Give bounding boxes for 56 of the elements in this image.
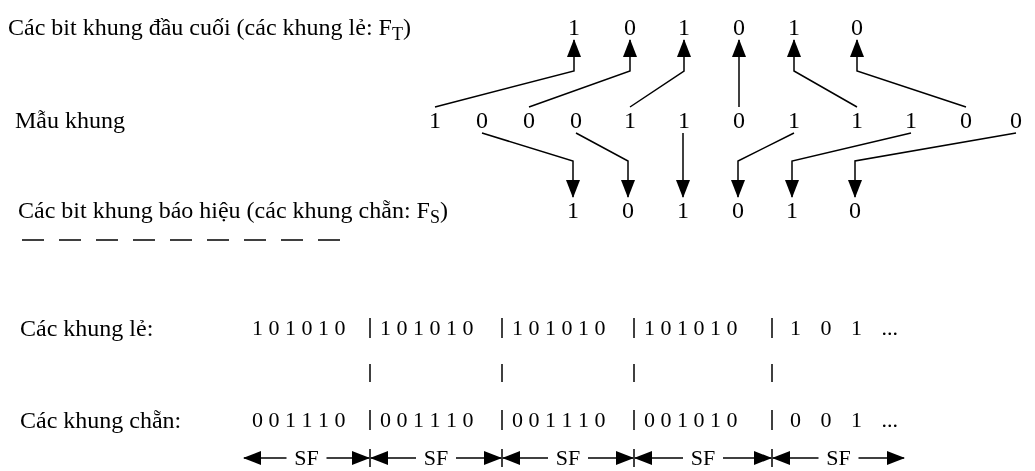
bit-digit: 1 xyxy=(676,197,690,223)
bit-sequence: 1 0 1 0 1 0 xyxy=(252,317,346,339)
bit-sequence: 1 0 1 0 1 0 xyxy=(380,317,474,339)
row-label: Các bit khung đầu cuối (các khung lẻ: F$_{T}$) xyxy=(8,15,411,39)
bit-digit: 1 xyxy=(677,107,691,133)
span-label: SF xyxy=(294,447,319,469)
arrow xyxy=(785,132,912,198)
bit-sequence: 0 0 1 1 1 0 xyxy=(252,409,346,431)
bit-digit: 1 xyxy=(567,14,581,40)
bit-sequence: 1 0 1 0 1 0 xyxy=(512,317,606,339)
bit-sequence: 1 0 1 ... xyxy=(790,317,898,339)
bit-digit: 1 xyxy=(787,107,801,133)
bit-digit: 1 xyxy=(623,107,637,133)
bit-digit: 0 xyxy=(959,107,973,133)
bit-sequence: 0 0 1 1 1 0 xyxy=(512,409,606,431)
row-label: Các bit khung báo hiệu (các khung chẵn: F$_{S}$) xyxy=(18,198,448,222)
bit-digit: 1 xyxy=(850,107,864,133)
arrow xyxy=(629,39,691,108)
arrow xyxy=(434,39,581,108)
bit-sequence: 1 0 1 0 1 0 xyxy=(644,317,738,339)
bit-digit: 1 xyxy=(785,197,799,223)
bit-sequence: 0 0 1 1 1 0 xyxy=(380,409,474,431)
span-label: SF xyxy=(690,447,716,469)
bit-digit: 0 xyxy=(569,107,583,133)
arrow xyxy=(676,132,690,198)
bit-digit: 0 xyxy=(732,107,746,133)
arrow xyxy=(481,132,580,198)
bit-digit: 0 xyxy=(623,14,637,40)
row-label: Các khung chẵn: xyxy=(20,408,182,432)
bit-sequence: 0 0 1 ... xyxy=(790,409,898,431)
bit-digit: 0 xyxy=(731,197,745,223)
bit-digit: 0 xyxy=(848,197,862,223)
bit-digit: 1 xyxy=(904,107,918,133)
arrow xyxy=(850,39,967,108)
bit-digit: 1 xyxy=(428,107,442,133)
arrow xyxy=(732,39,746,108)
row-label: Mẫu khung xyxy=(15,108,125,132)
span-label: SF xyxy=(555,447,581,469)
bit-digit: 0 xyxy=(475,107,489,133)
arrow xyxy=(575,132,635,198)
bit-digit: 0 xyxy=(522,107,536,133)
arrow xyxy=(528,39,637,108)
bit-digit: 1 xyxy=(677,14,691,40)
bit-digit: 1 xyxy=(787,14,801,40)
bit-digit: 0 xyxy=(732,14,746,40)
arrow xyxy=(787,39,858,108)
bit-sequence: 0 0 1 0 1 0 xyxy=(644,409,738,431)
row-label: Các khung lẻ: xyxy=(20,316,154,340)
arrow xyxy=(731,132,795,198)
bit-digit: 0 xyxy=(850,14,864,40)
bit-digit: 0 xyxy=(1009,107,1023,133)
span-label: SF xyxy=(826,447,851,469)
bit-digit: 0 xyxy=(621,197,635,223)
bit-digit: 1 xyxy=(566,197,580,223)
arrow xyxy=(848,132,1017,198)
span-label: SF xyxy=(423,447,449,469)
